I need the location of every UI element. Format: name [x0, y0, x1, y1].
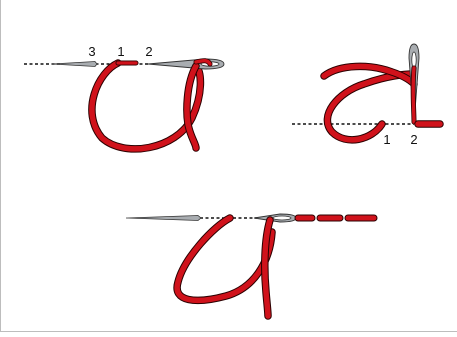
needle-tip: [125, 215, 202, 221]
point-label-3: 3: [88, 44, 95, 59]
thread-loop: [89, 60, 204, 152]
thread-eye: [194, 58, 212, 66]
point-label-1: 1: [383, 132, 390, 147]
step-top-left: 3 1 2: [24, 44, 225, 153]
thread-upper: [321, 63, 417, 87]
point-label-2: 2: [145, 44, 152, 59]
needle-eye: [272, 215, 292, 221]
point-label-1: 1: [117, 44, 124, 59]
step-bottom: [125, 213, 378, 320]
point-label-2: 2: [410, 132, 417, 147]
step-top-right: 1 2: [292, 43, 444, 147]
thread-through: [411, 66, 416, 124]
thread-tail: [262, 217, 273, 319]
thread-tail: [184, 63, 199, 151]
thread-loop: [324, 71, 417, 143]
thread-loop: [174, 215, 275, 304]
needle-tip: [51, 61, 98, 67]
